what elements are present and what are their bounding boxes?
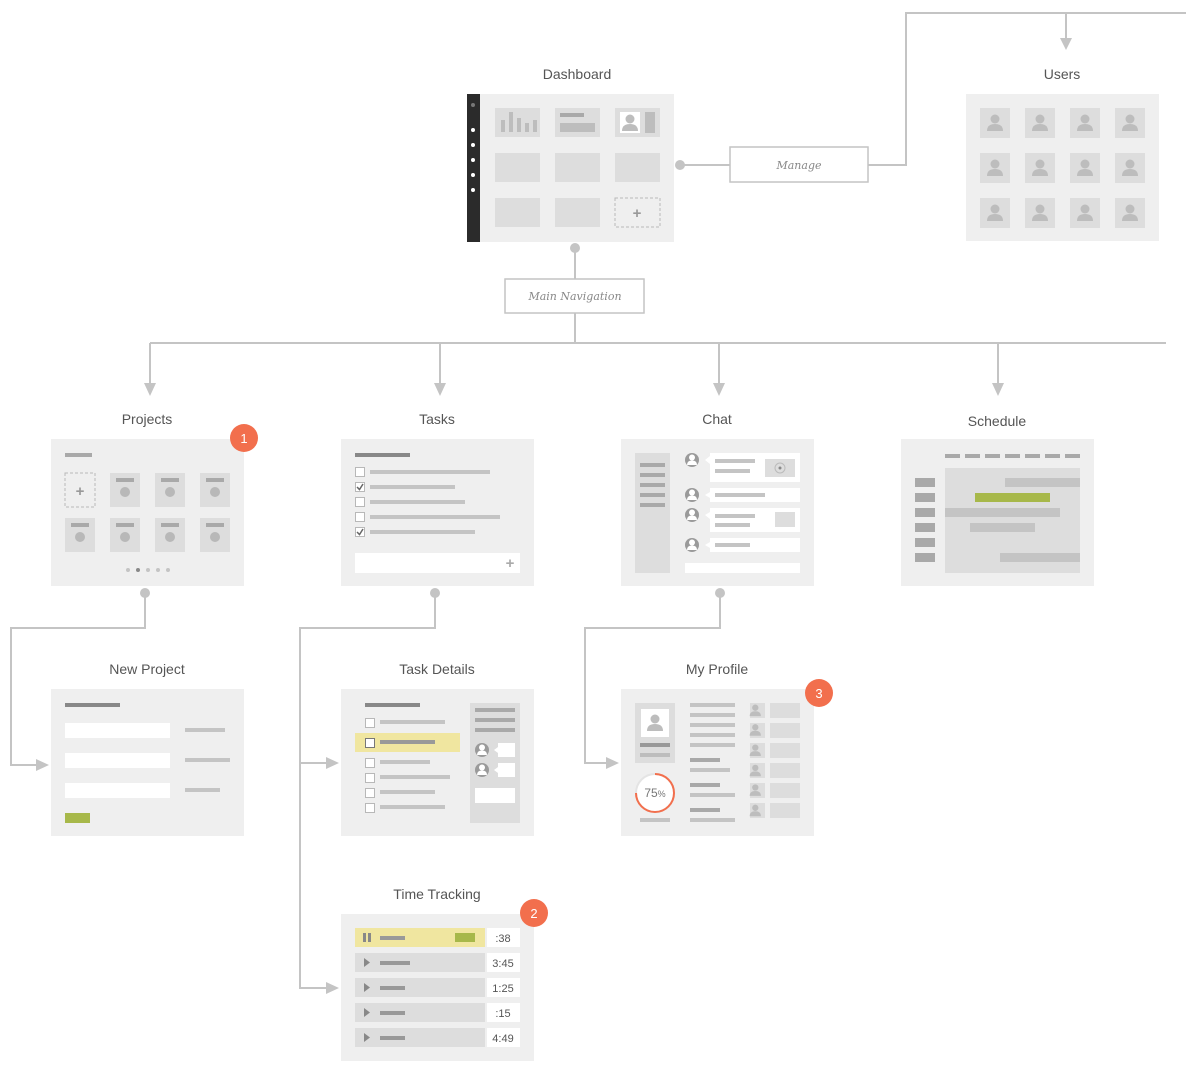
new-project-title: New Project	[109, 661, 185, 677]
badge-3-label: 3	[815, 686, 822, 701]
time-entry: 3:45	[355, 953, 520, 972]
users-title: Users	[1044, 66, 1081, 82]
time-entry-duration: :38	[495, 933, 510, 945]
connector-dots	[140, 160, 725, 598]
pause-icon	[363, 933, 366, 942]
dashboard-title: Dashboard	[543, 66, 612, 82]
tasks-title: Tasks	[419, 411, 455, 427]
schedule-title: Schedule	[968, 413, 1027, 429]
badge-1-label: 1	[240, 431, 247, 446]
tasks-screen: Tasks +	[341, 411, 534, 586]
connector-arrowheads	[36, 38, 1072, 994]
time-entry: :15	[355, 1003, 520, 1022]
manage-label: Manage	[775, 159, 822, 172]
task-details-title: Task Details	[399, 661, 474, 677]
dashboard-sidebar	[467, 94, 480, 242]
create-project-button	[65, 813, 90, 823]
badge-3	[805, 679, 833, 707]
add-project-icon: +	[76, 483, 85, 500]
schedule-event-highlight	[975, 493, 1050, 502]
time-entry: 4:49	[355, 1028, 520, 1047]
dashboard-screen: Dashboard +	[467, 66, 674, 242]
manage-connector: Manage	[729, 146, 869, 183]
add-task-icon: +	[506, 555, 515, 572]
users-screen: Users	[966, 66, 1159, 241]
main-navigation-label: Main Navigation	[527, 290, 621, 303]
badge-2-label: 2	[530, 906, 537, 921]
pagination-dots	[126, 568, 170, 572]
connector-lines	[10, 12, 1186, 989]
play-icon	[364, 958, 370, 967]
time-entry: :38	[355, 928, 520, 947]
projects-screen: Projects + 1	[51, 411, 258, 586]
chat-screen: Chat	[621, 411, 814, 586]
profile-progress-text: 75%	[644, 786, 665, 800]
projects-title: Projects	[122, 411, 173, 427]
badge-1	[230, 424, 258, 452]
task-details-screen: Task Details	[341, 661, 534, 836]
badge-2	[520, 899, 548, 927]
my-profile-screen: My Profile 75% 3	[621, 661, 833, 836]
play-icon	[364, 1008, 370, 1017]
schedule-screen: Schedule	[901, 413, 1094, 586]
new-project-screen: New Project	[51, 661, 244, 836]
main-navigation-connector: Main Navigation	[504, 278, 645, 314]
chat-title: Chat	[702, 411, 732, 427]
time-entry-duration: :15	[495, 1008, 510, 1020]
user-grid	[980, 108, 1145, 228]
time-entry: 1:25	[355, 978, 520, 997]
time-tracking-screen: Time Tracking :38 3:45 1:25	[341, 886, 548, 1061]
time-entry-duration: 4:49	[492, 1033, 513, 1045]
time-entry-duration: 1:25	[492, 983, 513, 995]
play-icon	[364, 983, 370, 992]
my-profile-title: My Profile	[686, 661, 748, 677]
add-widget-icon: +	[633, 205, 642, 222]
profile-progress-ring	[635, 773, 675, 813]
play-icon	[364, 1033, 370, 1042]
time-tracking-title: Time Tracking	[393, 886, 480, 902]
time-entry-duration: 3:45	[492, 958, 513, 970]
